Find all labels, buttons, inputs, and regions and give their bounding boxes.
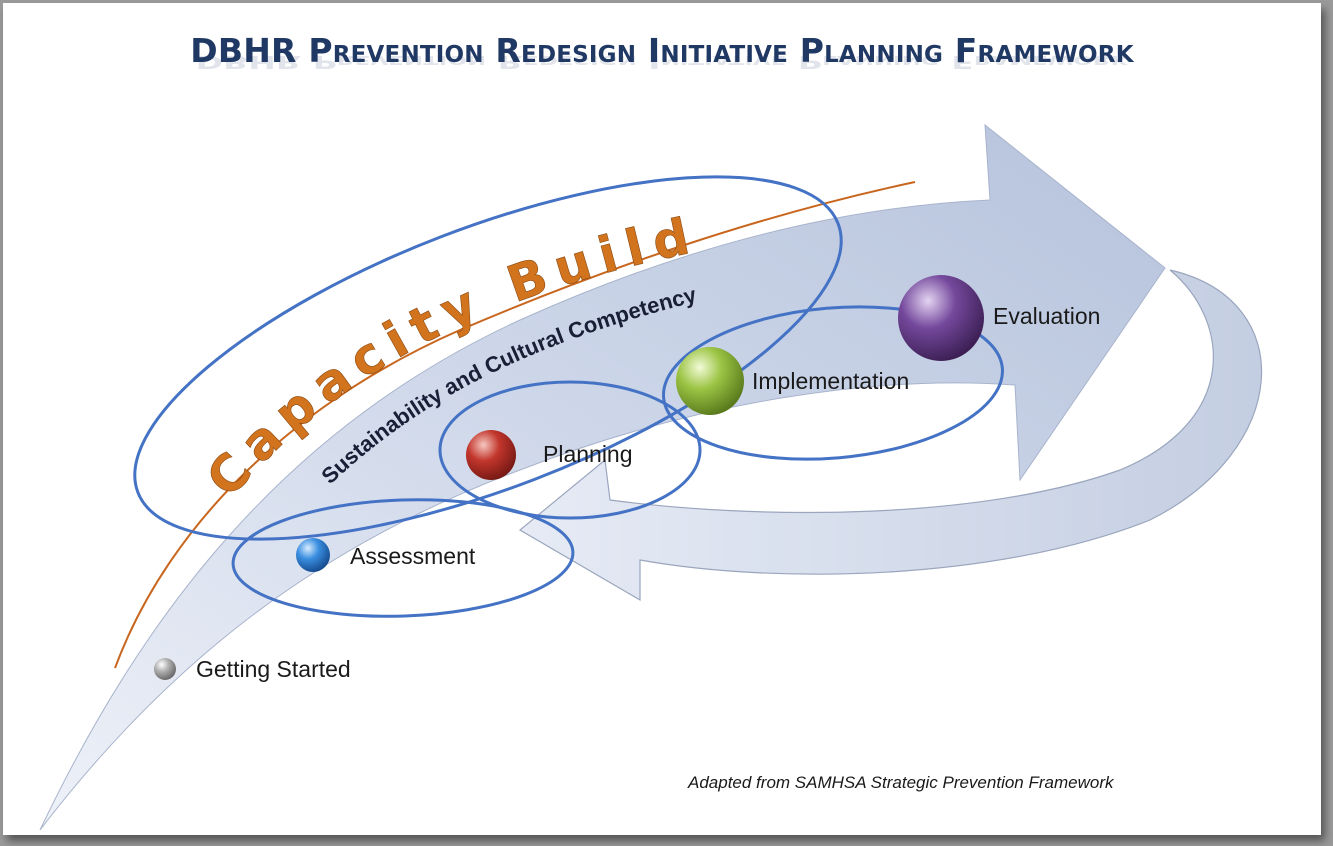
step-planning: Planning (466, 430, 633, 480)
planning-sphere (466, 430, 516, 480)
step-getting-started: Getting Started (154, 656, 351, 682)
implementation-ellipse (662, 305, 1004, 461)
assessment-sphere (296, 538, 330, 572)
getting-started-label: Getting Started (196, 656, 351, 682)
implementation-sphere (676, 347, 744, 415)
step-implementation: Implementation (676, 347, 909, 415)
step-evaluation: Evaluation (898, 275, 1100, 361)
source-credit: Adapted from SAMHSA Strategic Prevention… (687, 773, 1115, 792)
implementation-label: Implementation (752, 368, 909, 394)
planning-ellipse (438, 380, 702, 520)
main-arrow (39, 123, 1166, 831)
getting-started-sphere (154, 658, 176, 680)
return-arrow (518, 269, 1263, 602)
step-assessment: Assessment (296, 538, 476, 572)
evaluation-sphere (898, 275, 984, 361)
assessment-ellipse (231, 498, 575, 618)
capacity-underline (114, 181, 916, 669)
capacity-ellipse (133, 175, 843, 541)
planning-label: Planning (543, 441, 633, 467)
assessment-label: Assessment (350, 543, 476, 569)
evaluation-label: Evaluation (993, 303, 1100, 329)
page-title: DBHR Prevention Redesign Initiative Plan… (190, 31, 1134, 70)
